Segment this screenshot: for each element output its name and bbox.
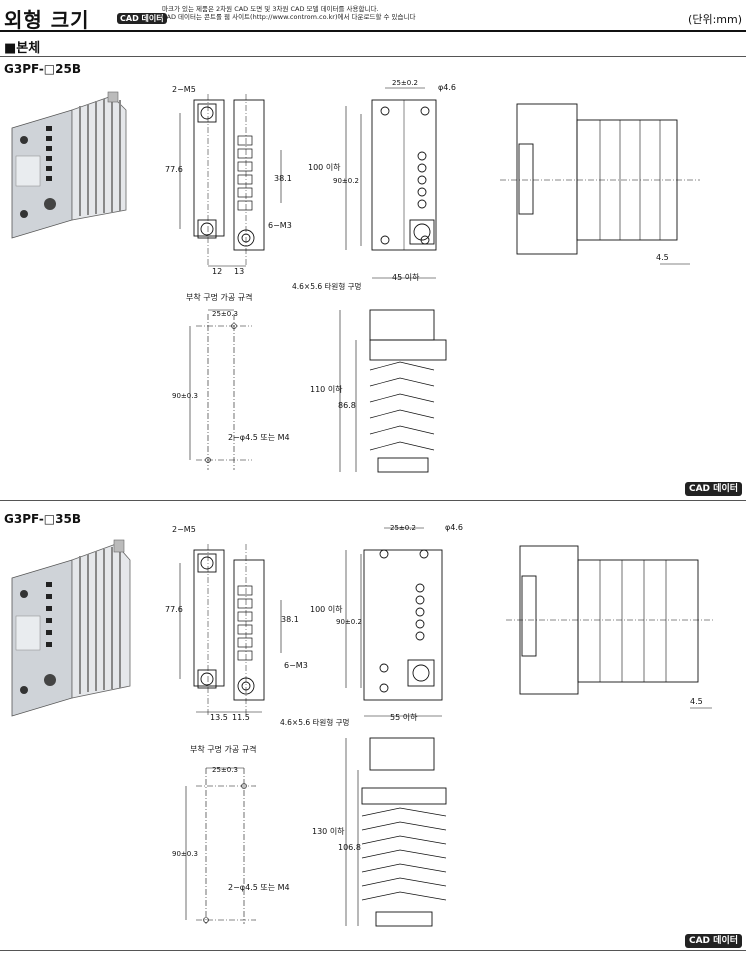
dim-depth: 110 이하 [310,384,343,394]
top-view-drawing [345,527,443,717]
top-view-drawing [345,87,437,279]
dim-screw-m5: 2−M5 [172,85,196,94]
mount-hole: 2−φ4.5 또는 M4 [228,433,290,442]
cad-data-label: CAD 데이터 [684,482,742,496]
dim-w13: 13 [234,267,244,276]
side-view-drawing [506,545,714,709]
cad-data-badge[interactable]: CAD 데이터 [684,928,742,948]
dim-height-776: 77.6 [165,605,183,614]
dim-depth2: 86.8 [338,401,356,410]
product-divider [0,500,746,501]
mount-25: 25±0.3 [212,310,238,318]
page-title: 외형 크기 [4,8,90,32]
model-name: G3PF-□35B [4,512,81,526]
depth-view-drawing [345,737,447,927]
cad-data-label: CAD 데이터 [684,934,742,948]
depth-view-drawing [339,309,447,473]
dim-w13: 11.5 [232,713,250,722]
mount-title: 부착 구멍 가공 규격 [190,744,257,754]
dim-phi46: φ4.6 [438,83,456,92]
dim-depth: 130 이하 [312,826,345,836]
dim-screw-m5: 2−M5 [172,525,196,534]
side-view-drawing [500,103,700,265]
section-divider [0,56,746,57]
dim-side45: 4.5 [690,697,703,706]
dim-screw-m3: 6−M3 [268,221,292,230]
footer-divider [0,950,746,951]
dim-width: 55 이하 [390,712,418,722]
dim-phi46: φ4.6 [445,523,463,532]
dim-pitch-381: 38.1 [281,615,299,624]
cad-note-line1: 마크가 있는 제품은 2차원 CAD 도면 및 3차원 CAD 모델 데이터를 … [162,5,379,13]
front-view-drawing [179,544,282,715]
front-view-drawing [179,94,282,267]
dim-side45: 4.5 [656,253,669,262]
dim-w12: 13.5 [210,713,228,722]
dim-pitch-381: 38.1 [274,174,292,183]
dim-height-776: 77.6 [165,165,183,174]
model-name: G3PF-□25B [4,62,81,76]
cad-data-badge[interactable]: CAD 데이터 [684,476,742,496]
dim-h100: 100 이하 [308,162,341,172]
mount-hole: 2−φ4.5 또는 M4 [228,883,290,892]
product-drawing-35b: 2−M5 77.6 38.1 6−M3 13.5 11.5 25±0.2 φ4.… [11,523,714,927]
mount-title: 부착 구멍 가공 규격 [186,292,253,302]
dim-width: 45 이하 [392,272,420,282]
mount-25: 25±0.3 [212,766,238,774]
product-photo [11,91,127,239]
mount-90: 90±0.3 [172,850,198,858]
mounting-hole-drawing [189,309,252,470]
dim-w12: 12 [212,267,222,276]
mount-90: 90±0.3 [172,392,198,400]
cad-badge-header: CAD 데이터 [117,6,167,25]
mounting-hole-drawing [185,767,256,924]
dim-hole: 4.6×5.6 타원형 구멍 [280,717,349,727]
header-divider [0,30,746,32]
product-photo [11,539,131,717]
dim-w25: 25±0.2 [392,79,418,87]
cad-note-line2: CAD 데이터는 콘트롤 웹 사이트(http://www.controm.co… [162,13,416,21]
dim-screw-m3: 6−M3 [284,661,308,670]
product-drawing-25b: 2−M5 77.6 38.1 6−M3 12 13 25±0.2 φ4.6 10… [11,79,700,473]
dim-w25: 25±0.2 [390,524,416,532]
dim-h100: 100 이하 [310,604,343,614]
dim-depth2: 106.8 [338,843,361,852]
dim-hole: 4.6×5.6 타원형 구멍 [292,281,361,291]
unit-label: (단위:mm) [688,13,742,26]
dim-h90: 90±0.2 [333,177,359,185]
cad-badge-label: CAD 데이터 [117,13,167,24]
dim-h90: 90±0.2 [336,618,362,626]
section-heading: ■본체 [4,41,41,56]
